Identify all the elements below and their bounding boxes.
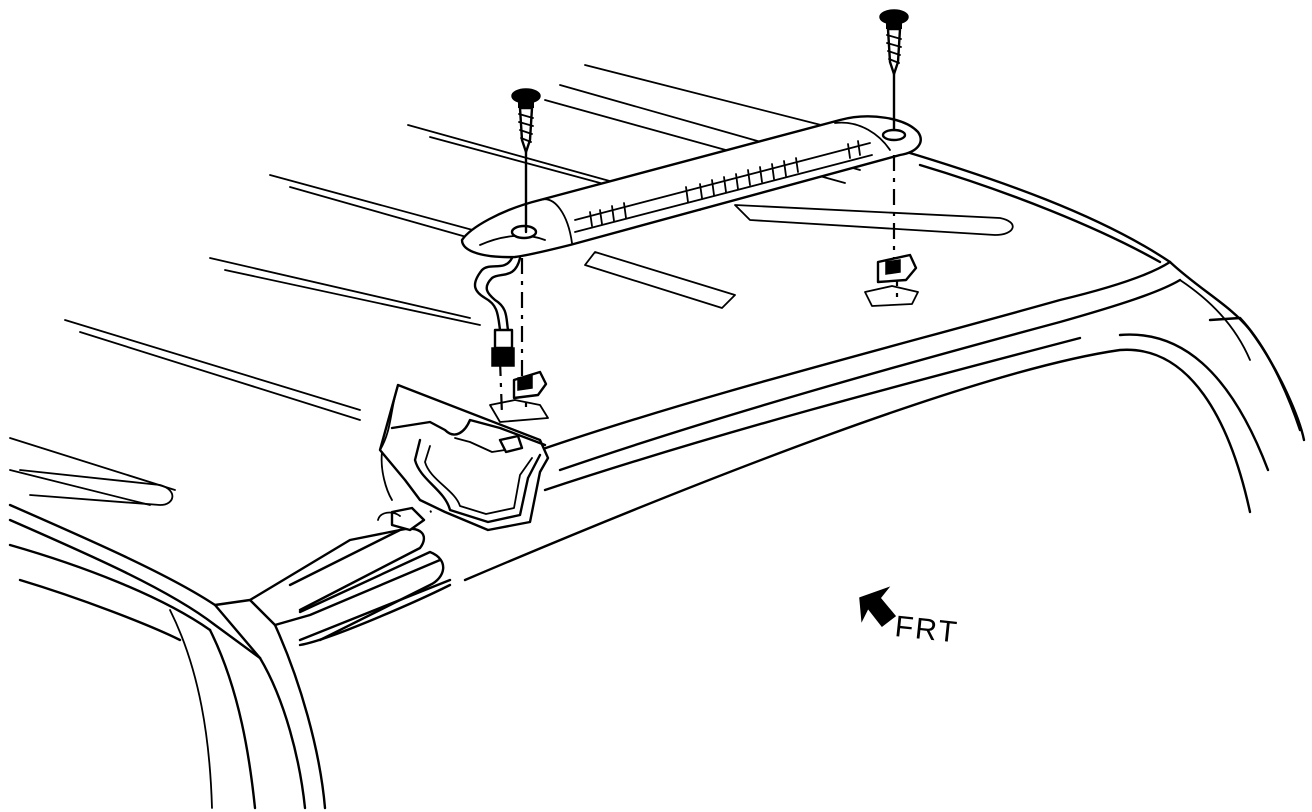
roof-rail-cutaway — [378, 383, 550, 532]
lamp-wiring-harness — [473, 256, 522, 367]
lamp-lens-ribs — [589, 140, 861, 227]
front-direction-label: FRT — [893, 610, 960, 649]
lamp-screws — [511, 9, 909, 234]
roof-ribs — [9, 64, 1014, 506]
right-nut-clip — [864, 253, 919, 307]
vehicle-roof — [8, 148, 1306, 810]
roof-marker-lamp — [460, 115, 922, 259]
front-direction-arrow-icon — [859, 586, 897, 628]
front-direction-indicator: FRT — [859, 586, 960, 650]
right-screw — [879, 9, 909, 132]
left-screw — [511, 88, 541, 234]
left-nut-clip — [489, 370, 549, 423]
roof-nut-clips — [489, 253, 919, 423]
